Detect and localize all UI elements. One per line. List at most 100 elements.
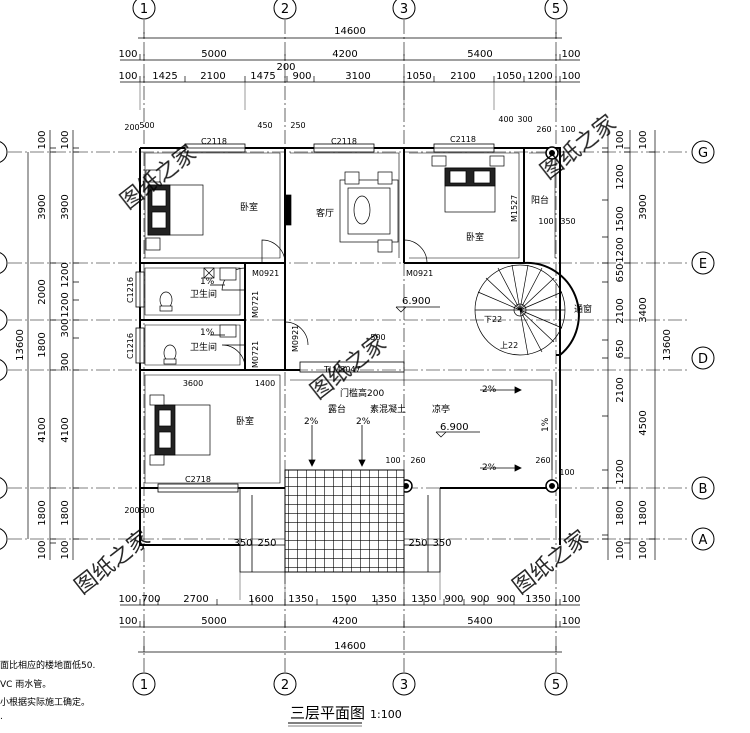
dim-small-200-a: 200	[124, 123, 139, 132]
door-m1527: M1527	[510, 195, 519, 222]
dim-bot-r2-12: 100	[561, 594, 580, 605]
room-balcony: 阳台	[531, 194, 549, 206]
dim-small-200-b: 200	[124, 506, 139, 515]
dim-left-c2-8: 1800	[60, 500, 71, 525]
room-bedroom-ne: 卧室	[466, 231, 484, 243]
dim-top-r1-4: 100	[561, 49, 580, 60]
spiral-stair	[474, 264, 566, 356]
dim-bot-r2-11: 1350	[525, 594, 550, 605]
stair-up-label: 上22	[500, 341, 518, 350]
dim-small-250: 250	[290, 121, 305, 130]
watermark-4: 图纸之家	[508, 526, 593, 600]
dim-right-c3-3: 4500	[638, 410, 649, 435]
top-dimension-lines	[120, 32, 580, 110]
dim-small-400: 400	[498, 115, 513, 124]
dim-bot-r2-3: 1600	[248, 594, 273, 605]
dim-right-c3-2: 3400	[638, 297, 649, 322]
dim-3600: 3600	[183, 379, 203, 388]
dim-right-c3-5: 100	[638, 540, 649, 559]
dim-small-100-d: 100	[538, 217, 553, 226]
dim-right-c2-9: 1800	[615, 500, 626, 525]
door-m0921-b: M0921	[406, 269, 433, 278]
dim-bot-r1-4: 100	[561, 616, 580, 627]
dim-right-c2-6: 650	[615, 339, 626, 358]
dim-top-r1-3: 5400	[467, 49, 492, 60]
dim-left-c1-6: 100	[37, 540, 48, 559]
watermark-5: 图纸之家	[70, 526, 155, 600]
window-c2118-ne: C2118	[450, 135, 476, 144]
room-bay-window: 通窗	[574, 303, 592, 315]
dim-right-c2-7: 2100	[615, 377, 626, 402]
dim-top-r2-5: 3100	[345, 71, 370, 82]
dim-left-c1-3: 1800	[37, 332, 48, 357]
dim-right-c2-10: 100	[615, 540, 626, 559]
title-text: 三层平面图	[290, 704, 365, 722]
room-bath-1: 卫生间	[190, 288, 217, 300]
dim-top-r1-2: 4200	[332, 49, 357, 60]
dim-top-r2-4: 900	[292, 71, 311, 82]
dim-bot-r2-8: 900	[444, 594, 463, 605]
note-line-4: .	[0, 712, 3, 722]
dim-right-c2-0: 100	[615, 130, 626, 149]
dim-bot-mid-3: 350	[432, 538, 451, 549]
dim-bot-r1-0: 100	[118, 616, 137, 627]
dim-small-260-a: 260	[536, 125, 551, 134]
dim-left-c1-1: 3900	[37, 194, 48, 219]
dim-right-c3-1: 3900	[638, 194, 649, 219]
axis-label-bottom-2: 2	[281, 678, 289, 693]
dim-top-r2-1: 1425	[152, 71, 177, 82]
dim-top-r2-3: 1475	[250, 71, 275, 82]
dim-right-c2-1: 1200	[615, 164, 626, 189]
dim-right-c2-3: 1200	[615, 237, 626, 262]
dim-small-260-c: 260	[535, 456, 550, 465]
dim-small-100-a: 100	[560, 125, 575, 134]
window-c2118-n: C2118	[331, 137, 357, 146]
note-line-2: VC 雨水管。	[0, 680, 52, 690]
dim-left-c2-2: 1200	[60, 262, 71, 287]
dim-top-r2-9: 1200	[527, 71, 552, 82]
doors	[221, 190, 525, 369]
dim-top-r2-10: 100	[561, 71, 580, 82]
dim-left-c2-1: 3900	[60, 194, 71, 219]
dim-left-c1-2: 2000	[37, 279, 48, 304]
dim-small-300: 300	[517, 115, 532, 124]
furniture	[145, 155, 505, 466]
dim-right-c3-4: 1800	[638, 500, 649, 525]
dim-left-total: 13600	[15, 329, 26, 361]
dim-small-350: 350	[560, 217, 575, 226]
dim-left-c1-4: 4100	[37, 417, 48, 442]
window-c1216-b: C1216	[126, 333, 135, 359]
dim-500: 500	[370, 333, 385, 342]
dim-right-c2-5: 2100	[615, 298, 626, 323]
dim-bot-r2-10: 900	[496, 594, 515, 605]
room-terrace: 凉亭	[432, 403, 450, 415]
window-c1216-a: C1216	[126, 277, 135, 303]
room-bedroom-sw: 卧室	[236, 415, 254, 427]
terrace-rails	[239, 488, 441, 573]
axis-label-bottom-5: 5	[552, 678, 560, 693]
dim-left-c2-5: 300	[60, 318, 71, 337]
axis-label-bottom-1: 1	[140, 678, 148, 693]
dim-top-total: 14600	[334, 26, 366, 37]
axis-label-b: B	[699, 482, 708, 497]
dim-bot-r2-1: 700	[141, 594, 160, 605]
dim-small-500-b: 500	[139, 506, 154, 515]
dim-bot-mid-2: 250	[408, 538, 427, 549]
slope-2pct-a: 2%	[482, 385, 497, 395]
dim-bot-total: 14600	[334, 641, 366, 652]
dim-left-c2-9: 100	[60, 540, 71, 559]
right-dimension-lines	[602, 130, 656, 560]
room-terrace-small: 露台	[328, 403, 346, 415]
door-m0921-a: M0921	[252, 269, 279, 278]
axis-label-top-2: 2	[281, 2, 289, 17]
door-m0721-a: M0721	[251, 291, 260, 318]
dim-small-100-b: 100	[385, 456, 400, 465]
label-door-sill: 门槛高200	[340, 387, 384, 399]
window-c2718: C2718	[185, 475, 211, 484]
dim-top-r2-2: 2100	[200, 71, 225, 82]
door-m0921-c: M0921	[291, 325, 300, 352]
dim-bot-mid-1: 250	[257, 538, 276, 549]
axis-label-top-5: 5	[552, 2, 560, 17]
dim-small-100-c: 100	[559, 468, 574, 477]
